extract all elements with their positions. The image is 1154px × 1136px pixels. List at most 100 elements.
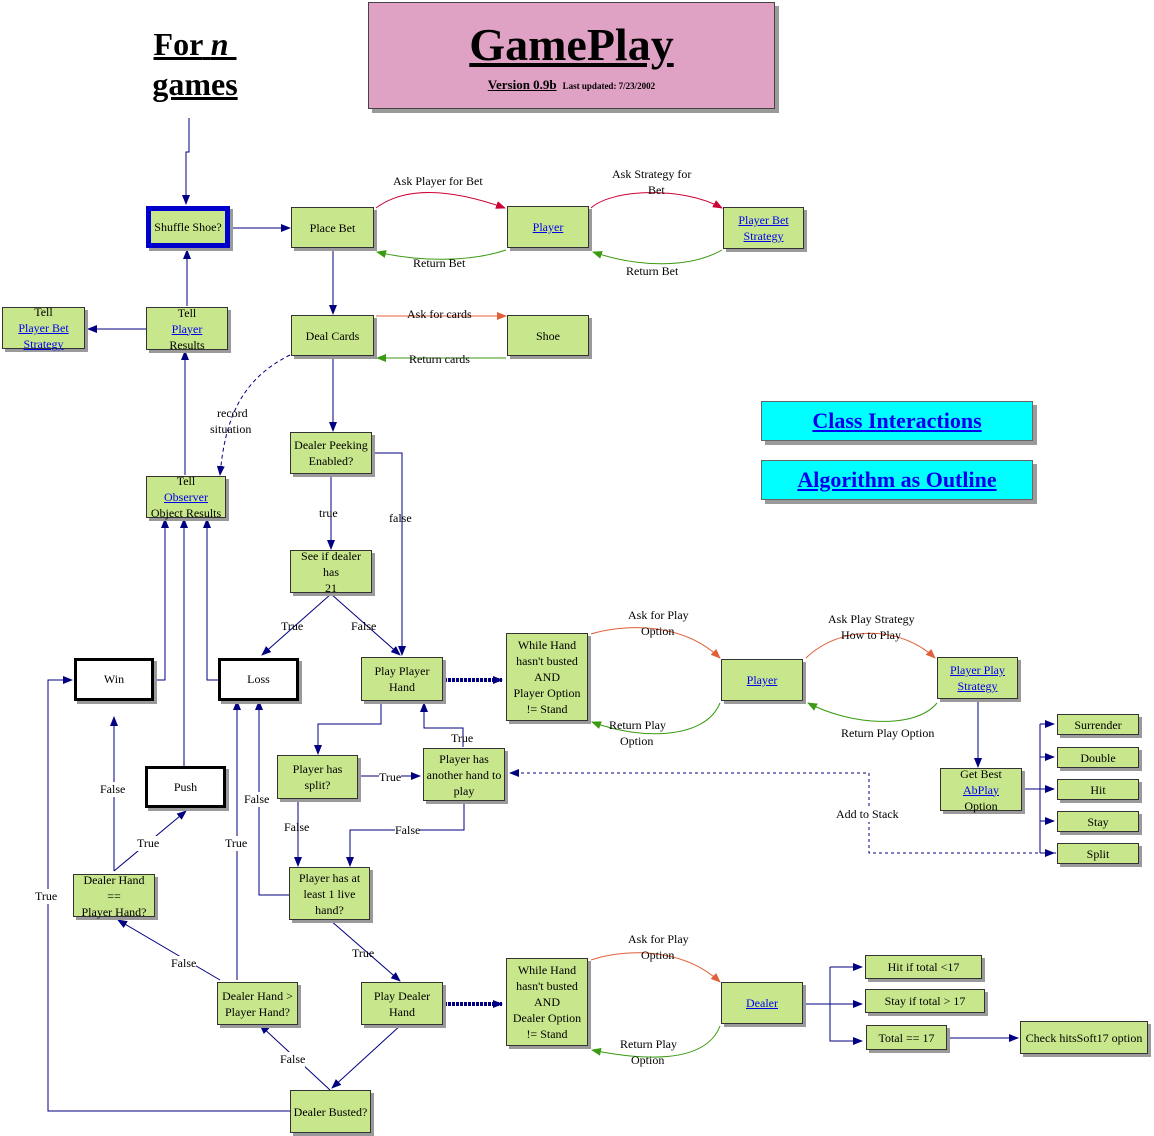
dealer-busted-node[interactable]: Dealer Busted? [290, 1090, 371, 1133]
win-terminal[interactable]: Win [74, 658, 154, 701]
dealer-link[interactable]: Dealer [746, 996, 778, 1010]
dealer-gt-line2: Player Hand? [225, 1004, 290, 1019]
loss-terminal[interactable]: Loss [218, 658, 299, 701]
while-dealer-line3: AND [534, 995, 560, 1009]
return-dealer-play-label-line1: Return Play [620, 1037, 677, 1051]
player-play-strategy-node[interactable]: Player Play Strategy [937, 657, 1018, 699]
dealer-gt-line1: Dealer Hand > [222, 988, 293, 1003]
deal-cards-node[interactable]: Deal Cards [291, 315, 374, 356]
surrender-option[interactable]: Surrender [1057, 714, 1139, 735]
player-node-top[interactable]: Player [507, 206, 589, 248]
while-dealer-line1: While Hand [517, 963, 577, 977]
live-false-loss-label: False [244, 792, 270, 807]
play-dealer-line1: Play Dealer [373, 988, 431, 1003]
loss-label: Loss [247, 672, 270, 686]
tell-player-bet-strategy-node[interactable]: Tell Player Bet Strategy [2, 304, 85, 351]
another-true-label: True [451, 731, 474, 745]
tell-pbs-strategy-link[interactable]: Strategy [23, 337, 64, 351]
hit-if-under-17-node[interactable]: Hit if total <17 [865, 955, 982, 979]
split-option[interactable]: Split [1057, 843, 1139, 864]
peek-true-label: true [319, 506, 338, 520]
push-label: Push [173, 779, 198, 794]
dealer-peeking-node[interactable]: Dealer Peeking Enabled? [290, 432, 372, 474]
tell-observer-line1: Tell Observer [164, 473, 208, 505]
total-equals-17-node[interactable]: Total == 17 [866, 1025, 947, 1050]
observer-link[interactable]: Observer [164, 490, 208, 504]
player-link-mid[interactable]: Player [746, 673, 778, 687]
while-player-loop-node[interactable]: While Hand hasn't busted AND Player Opti… [506, 633, 588, 721]
tell-player-results-node[interactable]: Tell Player Results [146, 305, 228, 352]
push-terminal[interactable]: Push [145, 766, 226, 808]
another-hand-node[interactable]: Player has another hand to play [423, 748, 505, 801]
dealer-equal-node[interactable]: Dealer Hand == Player Hand? [73, 873, 155, 919]
tell-player-link[interactable]: Player [171, 321, 203, 336]
surrender-label: Surrender [1074, 717, 1122, 732]
get-best-line1: Get Best [960, 766, 1002, 781]
stay-if-over-17-node[interactable]: Stay if total > 17 [865, 989, 985, 1013]
for-n-games-heading: For n games [140, 24, 250, 104]
stay-option[interactable]: Stay [1057, 811, 1139, 832]
play-player-hand-node[interactable]: Play Player Hand [361, 657, 443, 701]
hit-option[interactable]: Hit [1057, 779, 1139, 800]
player-bet-strategy-link-line2[interactable]: Strategy [743, 229, 784, 243]
shuffle-shoe-label: Shuffle Shoe? [154, 220, 222, 234]
dealer-node[interactable]: Dealer [721, 982, 803, 1024]
class-interactions-link[interactable]: Class Interactions [761, 401, 1033, 441]
deal-cards-label: Deal Cards [305, 328, 360, 343]
another-hand-line1: Player has [439, 751, 489, 766]
tell-word: Tell [177, 305, 197, 320]
player-node-mid[interactable]: Player [721, 659, 803, 701]
eq-false-win-label: False [100, 782, 126, 797]
player-link-top[interactable]: Player [532, 220, 564, 234]
while-dealer-loop-node[interactable]: While Hand hasn't busted AND Dealer Opti… [506, 958, 588, 1046]
double-option[interactable]: Double [1057, 747, 1139, 768]
player-play-strategy-link-line2[interactable]: Strategy [957, 679, 998, 693]
player-play-strategy-link-line1[interactable]: Player Play [950, 663, 1005, 677]
another-false-label: False [395, 823, 421, 838]
tell-observer-node[interactable]: Tell Observer Object Results [146, 473, 226, 520]
player-bet-strategy-node[interactable]: Player Bet Strategy [723, 207, 804, 249]
see-dealer-21-node[interactable]: See if dealer has 21 [290, 548, 372, 595]
return-play-label-line1: Return Play [609, 718, 666, 732]
shoe-node[interactable]: Shoe [507, 315, 589, 356]
ask-play-label-line1: Ask for Play [628, 608, 689, 622]
shuffle-shoe-node[interactable]: Shuffle Shoe? [146, 206, 230, 248]
ask-play-strategy-label-line2: How to Play [841, 628, 901, 642]
while-dealer-line5: != Stand [526, 1027, 568, 1041]
hit-17-label: Hit if total <17 [887, 960, 960, 974]
tell-pbs-link[interactable]: Player Bet [18, 321, 69, 335]
stay-17-label: Stay if total > 17 [884, 994, 966, 1008]
split-false-label: False [284, 820, 310, 834]
double-label: Double [1080, 750, 1116, 765]
abplay-link[interactable]: AbPlay [963, 782, 999, 797]
ask-dealer-play-label-line2: Option [641, 948, 675, 962]
eq-true-push-label: True [137, 836, 160, 851]
n-variable: n [210, 26, 229, 62]
dealer-greater-node[interactable]: Dealer Hand > Player Hand? [217, 982, 298, 1025]
player-bet-strategy-link-line1[interactable]: Player Bet [738, 213, 789, 227]
return-cards-label: Return cards [409, 352, 470, 366]
ask-strategy-bet-label-line2: Bet [648, 183, 665, 197]
player-split-line1: Player has [292, 762, 343, 776]
see-dealer-line1: See if dealer has [301, 548, 361, 579]
tell-pbs-line1: Tell Player Bet [18, 304, 68, 336]
live-hand-node[interactable]: Player has at least 1 live hand? [289, 867, 370, 920]
player-split-node[interactable]: Player has split? [277, 755, 358, 799]
version-label: Version 0.9b [487, 77, 557, 92]
place-bet-node[interactable]: Place Bet [291, 207, 374, 248]
option-word: Option [964, 798, 998, 813]
algorithm-outline-link[interactable]: Algorithm as Outline [761, 460, 1033, 500]
ask-play-strategy-label-line1: Ask Play Strategy [828, 612, 915, 626]
return-dealer-play-label-line2: Option [631, 1053, 665, 1067]
add-to-stack-label: Add to Stack [836, 807, 899, 822]
another-hand-line3: play [453, 783, 475, 798]
total-17-label: Total == 17 [878, 1030, 935, 1045]
for-word: For [153, 26, 203, 62]
split-true-label: True [379, 770, 402, 785]
play-dealer-hand-node[interactable]: Play Dealer Hand [361, 982, 443, 1025]
check-soft17-node[interactable]: Check hitsSoft17 option [1020, 1021, 1148, 1054]
tell-word: Tell [34, 305, 53, 319]
gt-true-loss-label: True [225, 836, 248, 851]
get-best-line2: AbPlay Option [963, 782, 999, 814]
get-best-option-node[interactable]: Get Best AbPlay Option [940, 766, 1022, 814]
